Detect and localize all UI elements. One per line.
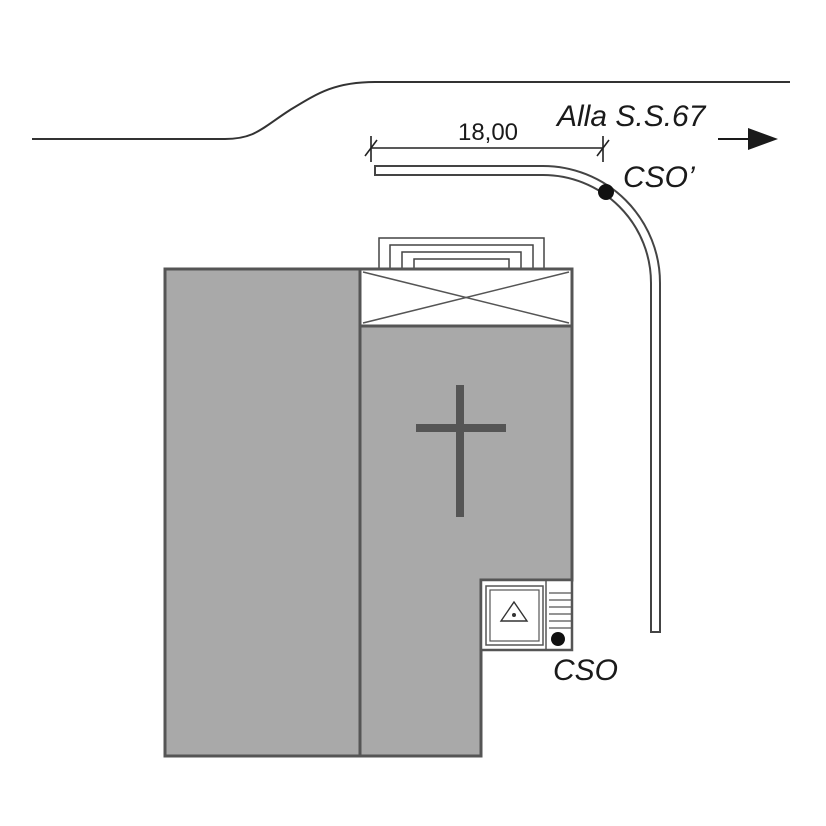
- curb-strip: [374, 165, 661, 633]
- cross-icon: [416, 385, 506, 517]
- church-building: [163, 267, 574, 758]
- dimension-label: 18,00: [458, 119, 518, 146]
- entrance-porch: [358, 267, 574, 328]
- road-edge-line: [32, 81, 790, 140]
- sample-point-upper-marker: [598, 184, 614, 200]
- sample-point-upper-label: CSO’: [623, 161, 696, 194]
- entrance-steps: [378, 237, 545, 270]
- arrow-right-icon: [718, 128, 778, 150]
- dimension-line: [364, 136, 610, 162]
- sample-point-lower-marker: [551, 632, 565, 646]
- triangle-icon: [499, 600, 529, 622]
- sample-point-lower-label: CSO: [553, 654, 618, 687]
- road-direction-label: Alla S.S.67: [555, 100, 707, 133]
